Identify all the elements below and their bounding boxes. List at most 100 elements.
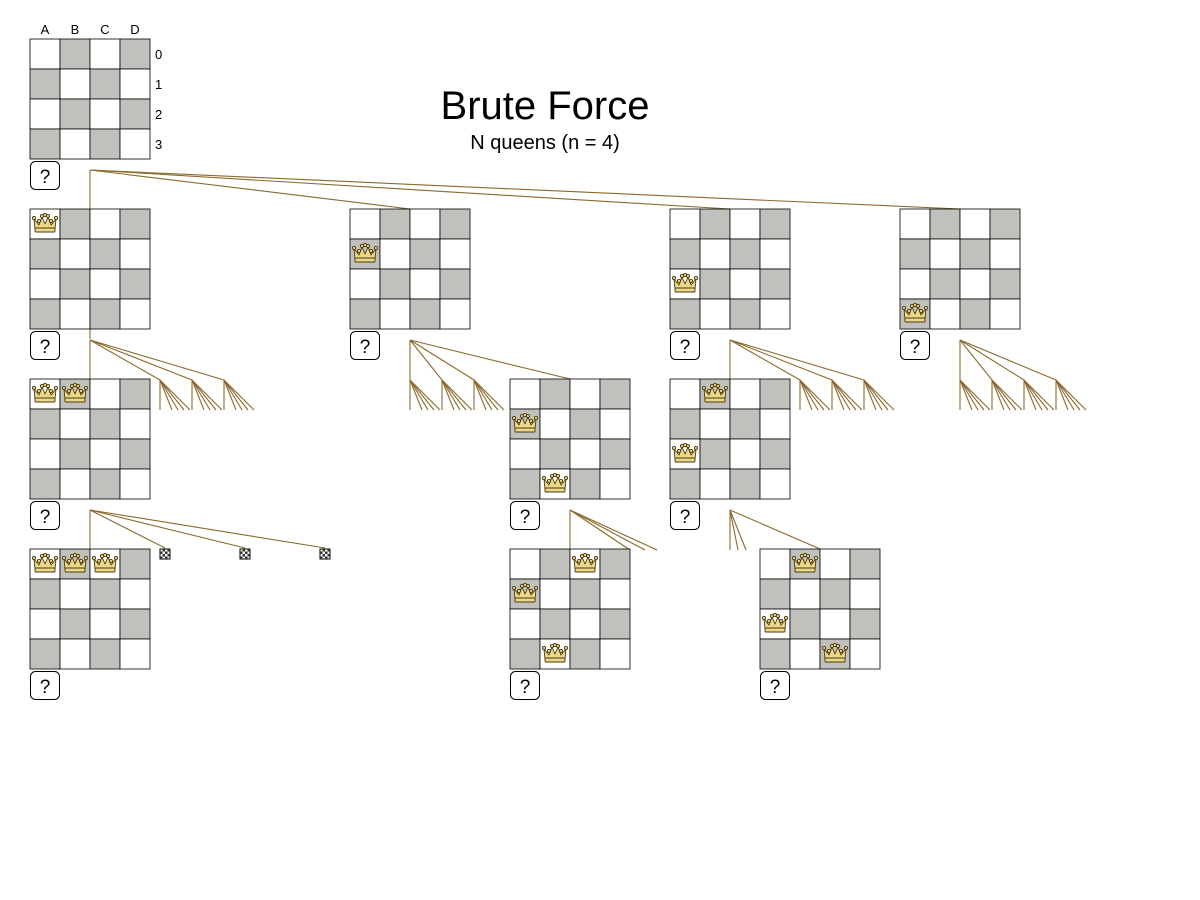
board-square [759,578,791,610]
board-square [989,298,1021,330]
board-square [59,298,91,330]
board-square [759,268,791,300]
board-square [59,638,91,670]
board-square [959,268,991,300]
board-square [669,298,701,330]
board-square [959,298,991,330]
board-square [59,128,91,160]
queen-icon [31,552,59,573]
board-square [349,298,381,330]
branch-line [191,379,211,411]
board-square [849,608,881,640]
unknown-box: ? [510,671,540,700]
queen-icon [61,382,89,403]
board-square [409,298,441,330]
board-square [89,128,121,160]
branch-line [89,509,246,549]
branch-line [959,379,973,411]
board-square [119,298,151,330]
branch-line [1023,379,1049,411]
branch-line [799,379,819,411]
board-square [29,468,61,500]
board-square [119,68,151,100]
branch-line [473,379,487,411]
board-square [89,638,121,670]
queen-icon [91,552,119,573]
unknown-box: ? [670,331,700,360]
board-square [989,208,1021,240]
branch-line [473,379,505,411]
branch-line [1055,379,1081,411]
board-square [119,548,151,580]
branch-line [409,339,443,381]
branch-line [191,379,217,411]
board-square [29,38,61,70]
board-square [929,298,961,330]
branch-line [831,379,845,411]
board-square [119,438,151,470]
branch-line [409,339,571,380]
board-square [569,378,601,410]
branch-line [959,339,1057,381]
board-square [29,298,61,330]
unknown-box: ? [30,671,60,700]
board-square [29,638,61,670]
branch-line [959,379,985,411]
board-square [699,408,731,440]
board-square [699,298,731,330]
board-square [439,238,471,270]
board-square [89,238,121,270]
board-square [959,208,991,240]
board-square [699,238,731,270]
queen-icon [901,302,929,323]
branch-line [191,379,223,411]
board-square [379,208,411,240]
board-square [539,378,571,410]
branch-line [799,379,831,411]
board-square [669,238,701,270]
board-square [119,408,151,440]
board-square [699,208,731,240]
board-square [89,298,121,330]
board-square [819,548,851,580]
board-square [929,268,961,300]
mini-board-icon [159,548,171,560]
board-square [729,408,761,440]
branch-line [89,169,411,210]
unknown-box: ? [510,501,540,530]
board-square [59,98,91,130]
board-square [599,548,631,580]
board-square [89,68,121,100]
unknown-box: ? [760,671,790,700]
board-square [89,408,121,440]
branch-lines [89,169,1087,551]
board-square [119,608,151,640]
board-square [789,578,821,610]
board-square [599,468,631,500]
board-square [789,638,821,670]
branch-line [223,379,255,411]
board-square [29,578,61,610]
board-square [569,438,601,470]
branch-line [409,379,429,411]
queen-icon [511,582,539,603]
branch-line [159,379,185,411]
queen-icon [31,212,59,233]
queen-icon [761,612,789,633]
branch-line [863,379,889,411]
board-square [59,608,91,640]
board-square [59,238,91,270]
board-square [669,408,701,440]
board-square [669,378,701,410]
branch-line [89,339,193,381]
branch-line [473,379,499,411]
unknown-mark: ? [910,337,921,358]
row-label: 2 [155,107,162,122]
board-square [59,408,91,440]
board-square [59,578,91,610]
board-square [409,208,441,240]
branch-line [799,379,813,411]
board-square [729,468,761,500]
column-label: A [41,22,50,37]
